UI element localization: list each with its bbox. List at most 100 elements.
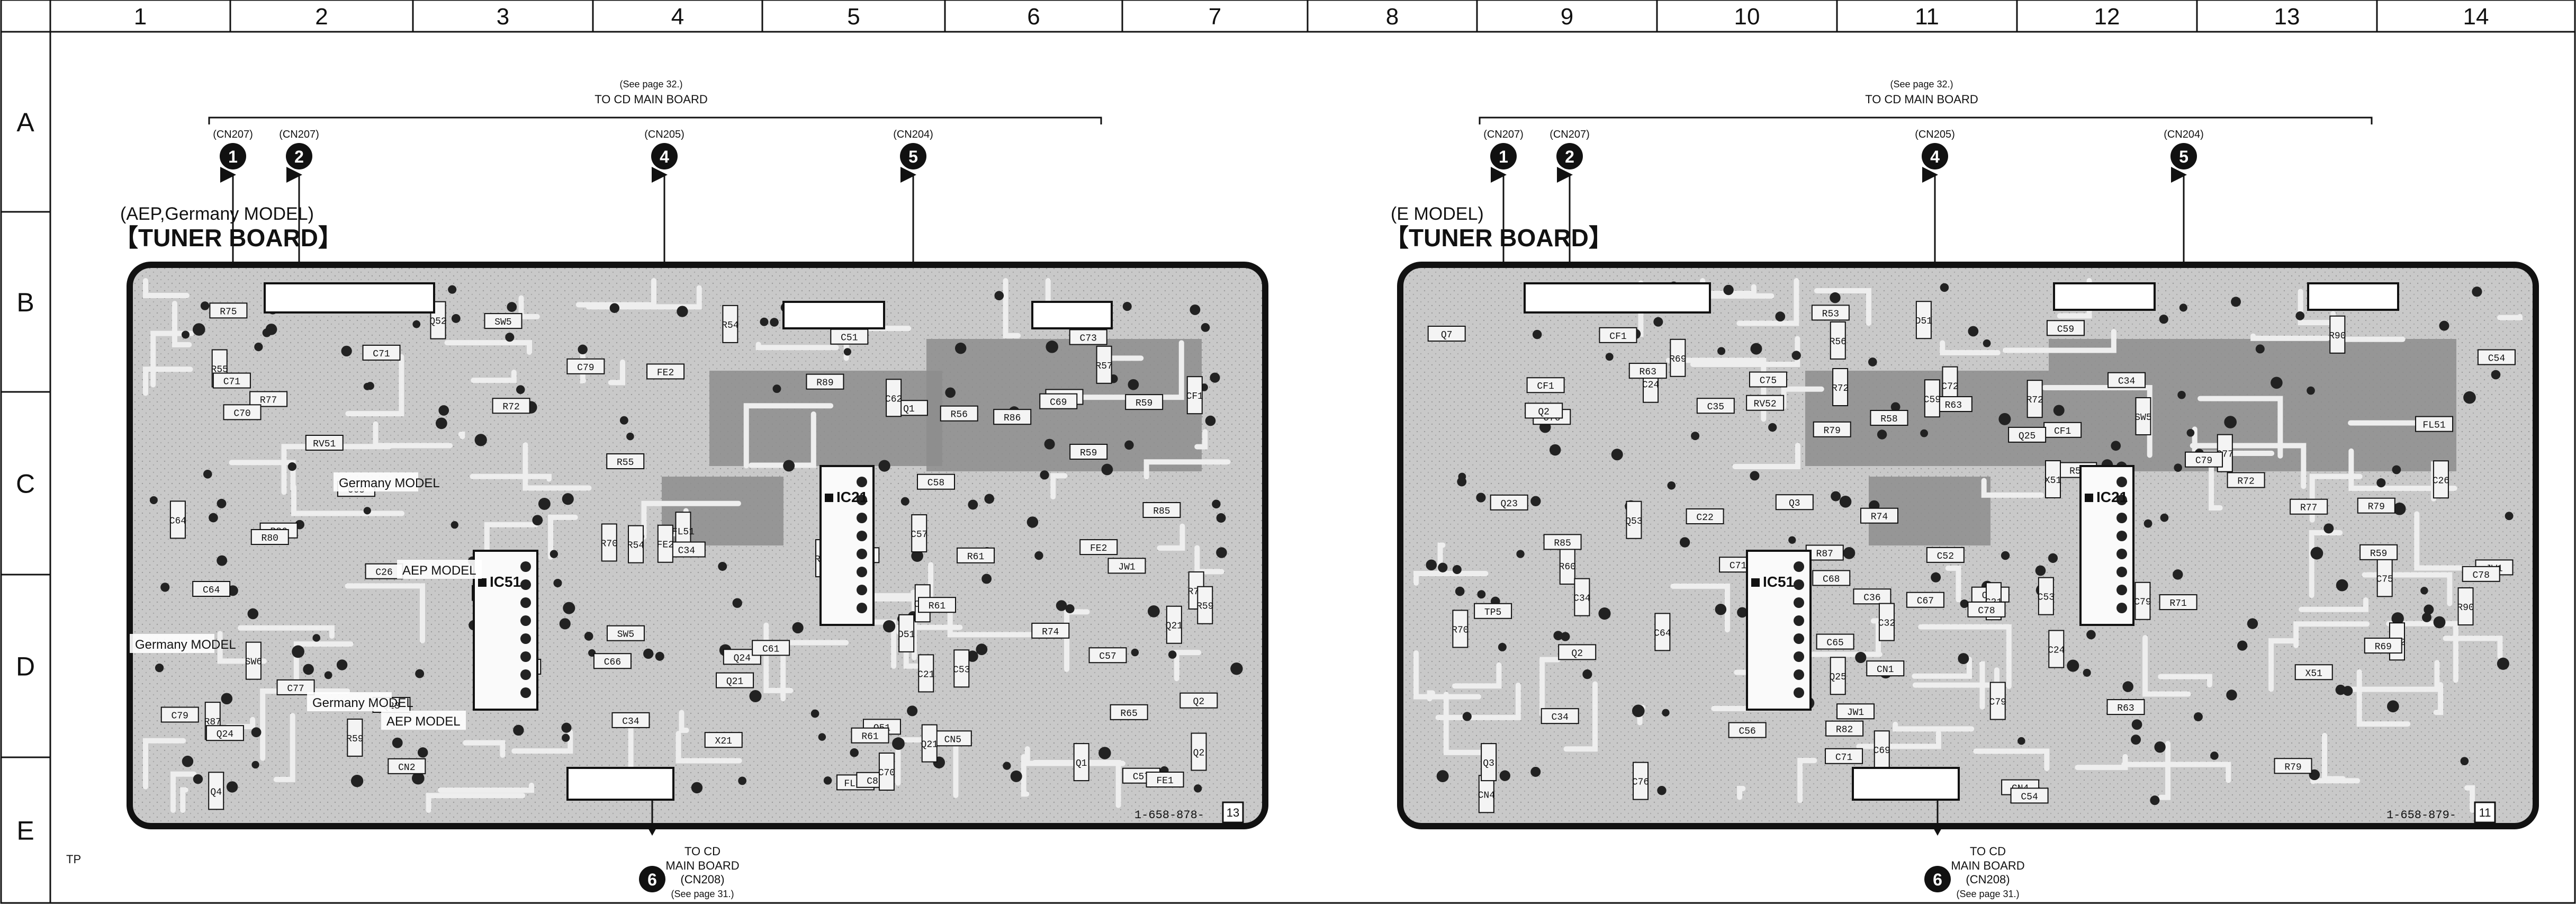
pad (2193, 712, 2203, 722)
trace (1912, 656, 1972, 679)
pad (1737, 607, 1748, 618)
pad (1040, 470, 1049, 480)
pad (203, 469, 212, 479)
trace (1427, 690, 1435, 702)
pad (451, 521, 458, 529)
pad (2420, 587, 2428, 595)
pad (2231, 297, 2241, 307)
component (1870, 410, 1908, 426)
component (347, 718, 363, 757)
component-ref: FE1 (1156, 776, 1173, 786)
component (1924, 379, 1940, 418)
pad (1462, 712, 1472, 721)
component-ref: R75 (220, 307, 237, 317)
pad (1098, 747, 1111, 759)
component-ref: C53 (2038, 593, 2055, 603)
component (2329, 315, 2346, 354)
pad (324, 671, 332, 679)
connector-ref: (CN207) (279, 129, 319, 140)
connector-bracket (1479, 117, 2373, 124)
component-ref: FL51 (672, 527, 695, 538)
component-ref: R80 (262, 533, 278, 544)
pad (2131, 735, 2141, 745)
component-ref: C66 (604, 657, 621, 668)
pad (1499, 770, 1510, 781)
component-ref: C65 (1826, 638, 1843, 649)
pad (772, 384, 781, 393)
pad (2154, 741, 2166, 753)
pad (584, 632, 593, 641)
pad (1998, 413, 2011, 425)
component (1926, 547, 1965, 563)
component (716, 672, 754, 688)
pad (2422, 612, 2432, 622)
trace (1443, 692, 1492, 755)
pad (2083, 668, 2091, 677)
pad (411, 772, 425, 785)
component-ref: C24 (2048, 646, 2065, 656)
component (205, 725, 244, 741)
component (993, 409, 1032, 425)
component (2364, 638, 2402, 654)
component (1107, 558, 1146, 574)
board-title: 【TUNER BOARD】 (1384, 224, 1613, 252)
pad (1775, 311, 1786, 322)
pad (226, 781, 238, 793)
pad (967, 650, 978, 662)
component-ref: R87 (1816, 549, 1833, 560)
pad (1890, 402, 1901, 412)
pad (451, 314, 461, 323)
component-ref: SW5 (2134, 413, 2151, 423)
column-label: 12 (2094, 4, 2120, 30)
component-ref: Q24 (734, 653, 751, 664)
board-part-number: 1-658-879- (2386, 809, 2456, 822)
component (1069, 443, 1108, 460)
component-ref: C62 (885, 394, 902, 405)
pad (1958, 653, 1969, 665)
component-ref: C70 (878, 768, 895, 778)
pad (1667, 481, 1676, 490)
pad (1436, 770, 1449, 783)
pad (1843, 547, 1856, 559)
component (1186, 376, 1203, 415)
component (806, 373, 844, 390)
component-ref: R85 (1554, 538, 1571, 549)
component (223, 404, 262, 420)
pad (2001, 551, 2010, 560)
pad (412, 320, 421, 328)
pad (193, 774, 203, 784)
component-ref: C52 (1937, 551, 1954, 562)
pad (1516, 550, 1525, 558)
column-label: 14 (2463, 4, 2489, 30)
connector-number: 2 (1565, 147, 1574, 166)
trace (1073, 340, 1184, 400)
pad (945, 387, 956, 398)
component (921, 724, 938, 763)
pad (2392, 465, 2401, 475)
pad (2160, 513, 2169, 522)
component-ref: Q1 (1076, 758, 1087, 769)
component-ref: R56 (951, 410, 968, 420)
component-ref: R58 (1880, 414, 1897, 425)
trace (641, 500, 741, 540)
column-label: 4 (671, 4, 684, 30)
ic-pin (520, 579, 531, 590)
pad (160, 583, 170, 592)
connector-badge (639, 866, 665, 892)
ic-label: IC21 (2096, 489, 2128, 505)
pad (1691, 432, 1700, 441)
trace (2142, 635, 2191, 697)
component (1125, 394, 1164, 410)
component-ref: C71 (1835, 753, 1852, 763)
ic-pin (1794, 669, 1804, 680)
component-ref: C51 (841, 333, 858, 344)
component-ref: R55 (211, 364, 228, 375)
trace (2356, 669, 2411, 727)
component-ref: C70 (233, 408, 250, 419)
component-ref: X51 (2044, 476, 2061, 486)
connector-badge (1924, 866, 1951, 892)
component (1599, 327, 1637, 343)
trace (1736, 278, 1799, 326)
component-ref: C69 (1874, 746, 1890, 756)
board-connector (1524, 282, 1711, 314)
